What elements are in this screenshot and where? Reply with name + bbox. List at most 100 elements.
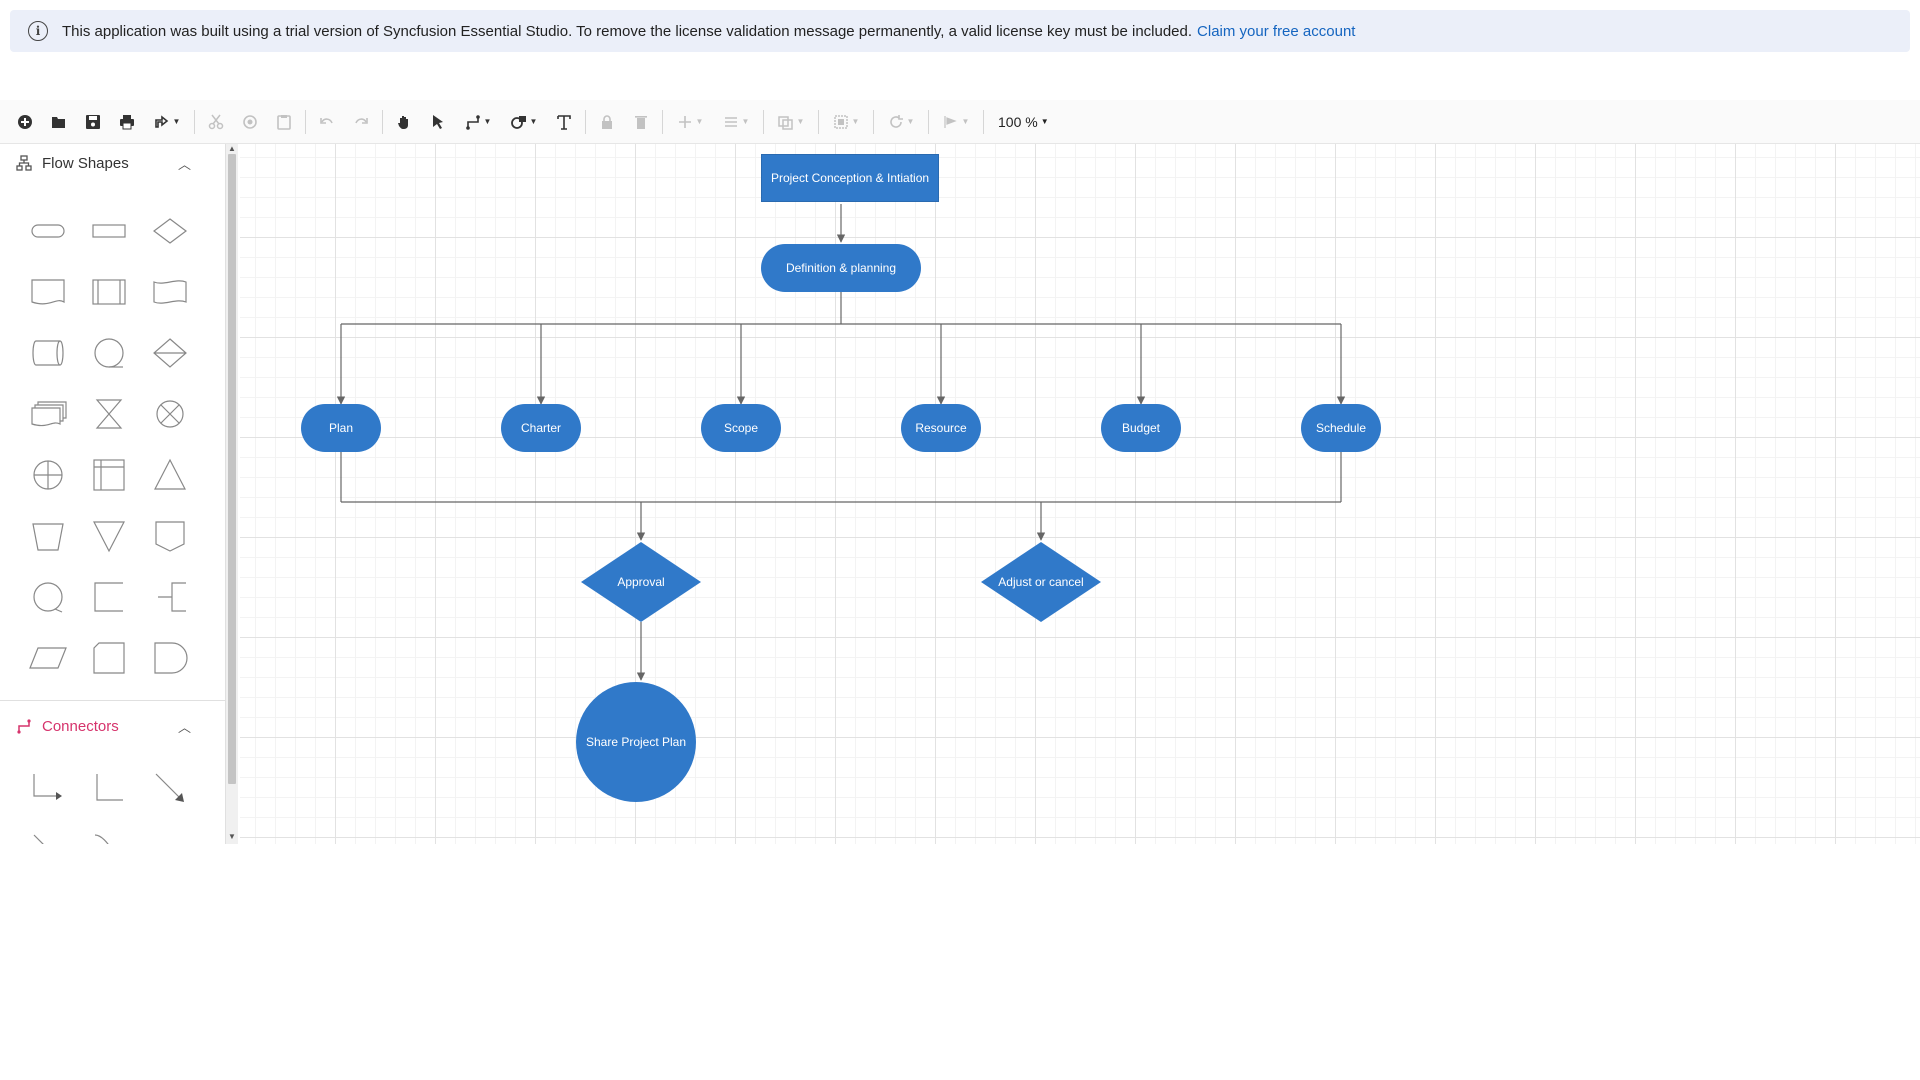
- open-icon[interactable]: [42, 106, 76, 138]
- palette-scrollbar[interactable]: ▲ ▼: [226, 144, 238, 844]
- sort-shape[interactable]: [139, 322, 200, 383]
- export-icon[interactable]: ▼: [144, 106, 190, 138]
- toolbar-separator: [763, 109, 764, 134]
- toolbar-separator: [983, 109, 984, 134]
- data-shape[interactable]: [17, 627, 78, 688]
- sequential-access-storage-shape[interactable]: [17, 566, 78, 627]
- pointer-icon[interactable]: [421, 106, 455, 138]
- license-message: This application was built using a trial…: [62, 22, 1193, 40]
- delete-icon[interactable]: [624, 106, 658, 138]
- internal-storage-shape[interactable]: [78, 444, 139, 505]
- pan-icon[interactable]: [387, 106, 421, 138]
- annotation2-shape[interactable]: [139, 566, 200, 627]
- node-share[interactable]: Share Project Plan: [576, 682, 696, 802]
- chevron-up-icon[interactable]: ︿: [177, 719, 191, 735]
- toolbar-separator: [194, 109, 195, 134]
- decision-shape[interactable]: [139, 200, 200, 261]
- node-scope[interactable]: Scope: [701, 404, 781, 452]
- flow-shapes-grid: [0, 180, 225, 688]
- chevron-down-icon: ▼: [1040, 117, 1049, 126]
- node-conception[interactable]: Project Conception & Intiation: [761, 154, 939, 202]
- node-resource[interactable]: Resource: [901, 404, 981, 452]
- flow-shapes-title: Flow Shapes: [42, 154, 129, 172]
- connectors-title: Connectors: [42, 717, 119, 735]
- node-schedule[interactable]: Schedule: [1301, 404, 1381, 452]
- flow-shapes-icon: [16, 155, 34, 171]
- new-icon[interactable]: [8, 106, 42, 138]
- orthogonal-connector[interactable]: [78, 757, 139, 818]
- diamond-shape: [581, 542, 701, 622]
- node-conception-label: Project Conception & Intiation: [770, 171, 930, 185]
- node-resource-label: Resource: [915, 421, 967, 435]
- paper-tape-shape[interactable]: [139, 261, 200, 322]
- bezier-connector[interactable]: [78, 818, 139, 844]
- copy-icon[interactable]: [233, 106, 267, 138]
- claim-account-link[interactable]: Claim your free account: [1197, 22, 1356, 40]
- connectors-layer: [336, 204, 1346, 681]
- chevron-up-icon[interactable]: ︿: [177, 156, 191, 172]
- node-definition[interactable]: Definition & planning: [761, 244, 921, 292]
- distribute-icon[interactable]: ▼: [823, 106, 869, 138]
- toolbar-separator: [873, 109, 874, 134]
- palette-divider: [0, 700, 225, 701]
- or-shape[interactable]: [17, 444, 78, 505]
- terminator-shape[interactable]: [17, 200, 78, 261]
- manual-operation-shape[interactable]: [17, 505, 78, 566]
- redo-icon[interactable]: [344, 106, 378, 138]
- flow-shapes-header[interactable]: Flow Shapes ︿: [0, 146, 225, 180]
- paste-icon[interactable]: [267, 106, 301, 138]
- node-scope-label: Scope: [723, 421, 759, 435]
- delay-shape[interactable]: [139, 627, 200, 688]
- scroll-down-icon[interactable]: ▼: [228, 832, 236, 841]
- undo-icon[interactable]: [310, 106, 344, 138]
- node-adjust[interactable]: Adjust or cancel: [981, 542, 1101, 622]
- node-definition-label: Definition & planning: [785, 261, 897, 275]
- zoom-label: 100 %: [998, 113, 1038, 130]
- scroll-thumb[interactable]: [228, 154, 236, 784]
- diamond-shape: [981, 542, 1101, 622]
- info-icon: i: [28, 21, 48, 41]
- cut-icon[interactable]: [199, 106, 233, 138]
- straight-arrow-connector[interactable]: [139, 757, 200, 818]
- orthogonal-arrow-connector[interactable]: [17, 757, 78, 818]
- summing-junction-shape[interactable]: [139, 383, 200, 444]
- merge-shape[interactable]: [78, 505, 139, 566]
- node-adjust-label: Adjust or cancel: [998, 575, 1084, 589]
- node-budget[interactable]: Budget: [1101, 404, 1181, 452]
- connector-icon[interactable]: ▼: [455, 106, 501, 138]
- flip-icon[interactable]: ▼: [933, 106, 979, 138]
- connectors-header[interactable]: Connectors ︿: [0, 709, 225, 743]
- document-shape[interactable]: [17, 261, 78, 322]
- sequential-data-shape[interactable]: [78, 322, 139, 383]
- diagram-canvas[interactable]: Project Conception & Intiation Definitio…: [240, 144, 1920, 844]
- save-icon[interactable]: [76, 106, 110, 138]
- group-icon[interactable]: ▼: [768, 106, 814, 138]
- collate-shape[interactable]: [78, 383, 139, 444]
- off-page-reference-shape[interactable]: [139, 505, 200, 566]
- order-icon[interactable]: ▼: [667, 106, 713, 138]
- node-approval-label: Approval: [617, 575, 665, 589]
- align-icon[interactable]: ▼: [713, 106, 759, 138]
- shape-icon[interactable]: ▼: [501, 106, 547, 138]
- rotate-icon[interactable]: ▼: [878, 106, 924, 138]
- extract-shape[interactable]: [139, 444, 200, 505]
- node-share-label: Share Project Plan: [585, 735, 687, 749]
- toolbar-separator: [662, 109, 663, 134]
- card-shape[interactable]: [78, 627, 139, 688]
- node-approval[interactable]: Approval: [581, 542, 701, 622]
- direct-data-shape[interactable]: [17, 322, 78, 383]
- node-plan[interactable]: Plan: [301, 404, 381, 452]
- node-charter[interactable]: Charter: [501, 404, 581, 452]
- scroll-up-icon[interactable]: ▲: [228, 144, 236, 153]
- toolbar-separator: [382, 109, 383, 134]
- process-shape[interactable]: [78, 200, 139, 261]
- straight-connector[interactable]: [17, 818, 78, 844]
- predefined-process-shape[interactable]: [78, 261, 139, 322]
- connectors-icon: [16, 718, 34, 734]
- lock-icon[interactable]: [590, 106, 624, 138]
- multi-document-shape[interactable]: [17, 383, 78, 444]
- zoom-dropdown[interactable]: 100 %▼: [988, 114, 1059, 130]
- print-icon[interactable]: [110, 106, 144, 138]
- annotation-shape[interactable]: [78, 566, 139, 627]
- text-icon[interactable]: [547, 106, 581, 138]
